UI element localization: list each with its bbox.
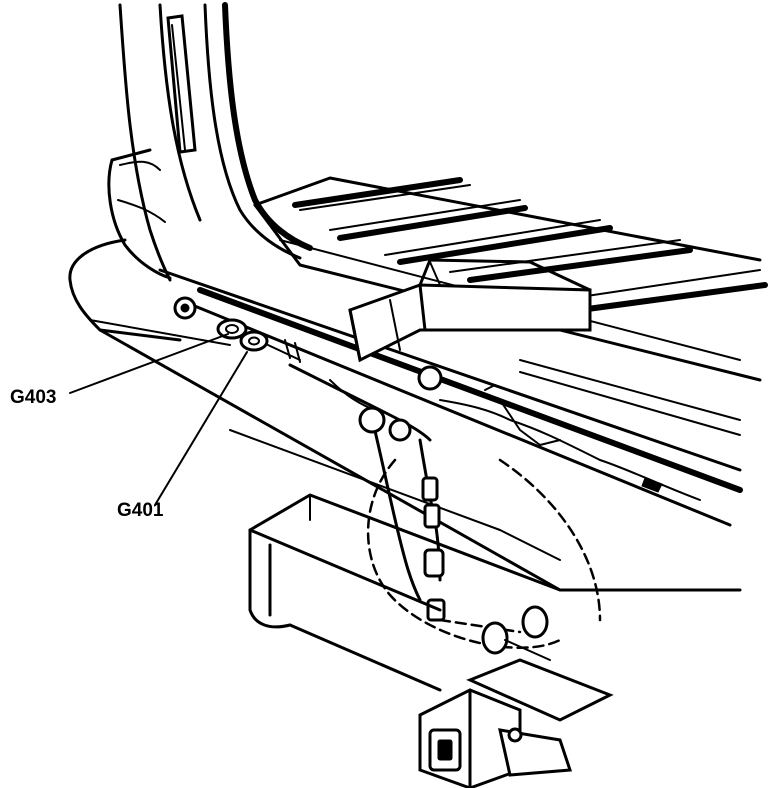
rear-pillar	[118, 2, 313, 282]
ground-g401-bolt	[239, 330, 301, 363]
cross-member-beam	[348, 258, 592, 363]
trailer-hitch-frame	[248, 493, 562, 692]
tail-light	[107, 148, 172, 280]
leader-lines	[69, 333, 248, 506]
callout-g401: G401	[117, 500, 164, 521]
harness-connectors	[421, 476, 446, 622]
rear-sill	[158, 268, 743, 527]
ground-g403-bolt	[173, 296, 248, 340]
trailer-plug	[481, 605, 551, 661]
receiver-hitch	[418, 658, 614, 788]
cargo-floor	[253, 176, 768, 382]
callout-g403: G403	[10, 387, 57, 408]
